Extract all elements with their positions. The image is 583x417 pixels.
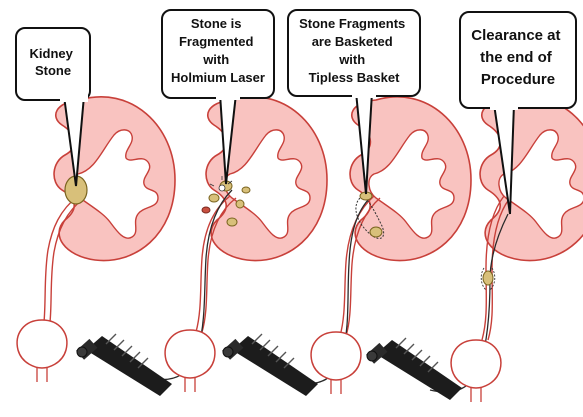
callout-1-line-1: Kidney [30, 46, 74, 61]
callout-3-line-4: Tipless Basket [309, 70, 400, 85]
callout-3-line-1: Stone Fragments [299, 16, 405, 31]
callout-2-line-1: Stone is [191, 16, 242, 31]
callout-1: Kidney Stone [16, 28, 90, 186]
callout-2-line-2: Fragmented [179, 34, 253, 49]
callout-3-line-3: with [338, 52, 365, 67]
callout-4-line-3: Procedure [481, 71, 555, 88]
retrieved-stone-icon [481, 268, 495, 290]
bladder-4 [451, 340, 501, 402]
callout-2-line-4: Holmium Laser [171, 70, 265, 85]
callout-1-line-2: Stone [35, 63, 71, 78]
bladder-2 [165, 330, 215, 392]
callout-4-line-1: Clearance at [471, 27, 560, 44]
callout-3-line-2: are Basketed [312, 34, 393, 49]
svg-text:Clearance at the end o: Clearance at the end of Procedure [471, 27, 564, 88]
ureteroscope-icon [222, 334, 318, 396]
callout-2-line-3: with [202, 52, 229, 67]
ureteroscope-icon [76, 334, 172, 396]
kidney-4 [480, 97, 583, 261]
panel-1: Kidney Stone [16, 28, 175, 382]
ureteroscope-icon [366, 338, 462, 400]
bladder-1 [17, 320, 67, 382]
bladder-3 [311, 332, 361, 394]
callout-4-line-2: the end of [480, 49, 553, 66]
